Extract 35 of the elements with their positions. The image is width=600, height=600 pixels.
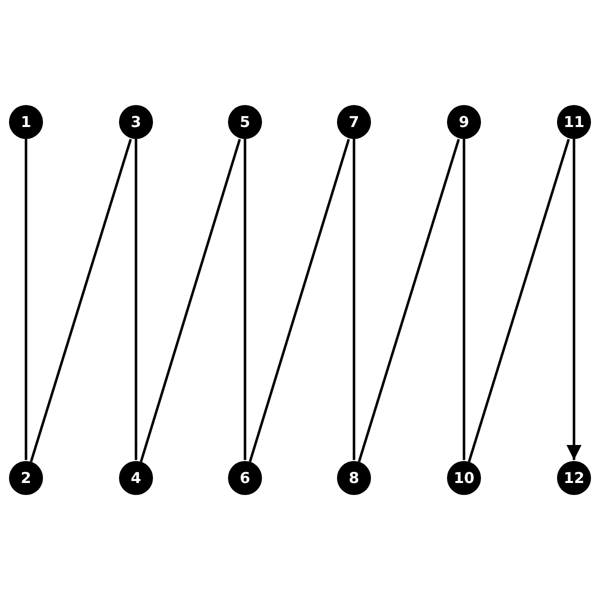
node-number: 7	[348, 113, 360, 131]
node-number: 10	[454, 469, 474, 487]
node-number: 11	[564, 113, 584, 131]
node-number: 2	[20, 469, 32, 487]
connector-line	[358, 138, 460, 462]
connector-line	[352, 139, 356, 460]
numbered-circle	[119, 461, 153, 495]
numbered-circle	[337, 105, 371, 139]
connector-line	[248, 138, 350, 462]
node-number: 8	[348, 469, 360, 487]
numbered-circle	[9, 461, 43, 495]
connector-line	[244, 139, 246, 460]
numbered-circle	[9, 105, 43, 139]
connector-line	[30, 138, 132, 462]
node-number: 5	[240, 113, 250, 131]
numbered-circle	[447, 461, 481, 495]
arrow	[566, 139, 582, 460]
node-number: 1	[20, 113, 32, 131]
connector-line	[134, 139, 138, 460]
connector-line	[24, 139, 28, 460]
numbered-circle	[447, 105, 481, 139]
node-number: 6	[240, 469, 250, 487]
node-number: 12	[564, 469, 584, 487]
numbered-circle	[337, 461, 371, 495]
connector-line	[468, 138, 570, 462]
connector-line	[140, 138, 241, 462]
numbered-circle	[557, 461, 591, 495]
node-number: 3	[130, 113, 142, 131]
numbered-circle	[119, 105, 153, 139]
node-number: 9	[458, 113, 470, 131]
numbered-circle	[557, 105, 591, 139]
numbered-circle	[228, 105, 262, 139]
node-number: 4	[130, 469, 142, 487]
connector-line	[462, 139, 466, 460]
numbered-circle	[228, 461, 262, 495]
